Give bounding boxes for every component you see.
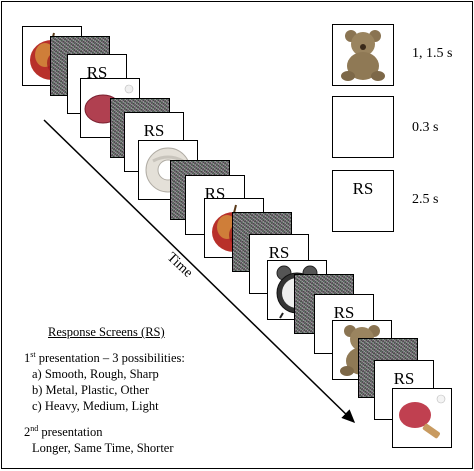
paddle-image: [393, 389, 451, 447]
mask-duration-label: 0.3 s: [412, 120, 439, 135]
rs-label: RS: [143, 121, 165, 140]
first-presentation-heading: 1st presentation – 3 possibilities:: [24, 349, 185, 365]
rs-label: RS: [268, 243, 290, 262]
response-screens-description: Response Screens (RS) 1st presentation –…: [24, 324, 185, 456]
legend-response-frame: RS: [332, 170, 394, 232]
teddy-bear-image: [333, 25, 393, 85]
second-presentation-heading: 2nd presentation: [24, 423, 103, 439]
rs-label: RS: [393, 369, 415, 388]
rs-label: RS: [86, 63, 108, 82]
legend-picture-frame: [332, 24, 394, 86]
rs-label: RS: [352, 179, 374, 198]
response-screens-title: Response Screens (RS): [48, 325, 165, 339]
picture-duration-label: 1, 1.5 s: [412, 46, 453, 61]
second-presentation-options: Longer, Same Time, Shorter: [32, 441, 174, 455]
first-option-b: b) Metal, Plastic, Other: [32, 383, 149, 397]
rs-label: RS: [333, 303, 355, 322]
frame-paddle-picture: [392, 388, 452, 448]
first-option-c: c) Heavy, Medium, Light: [32, 399, 159, 413]
response-duration-label: 2.5 s: [412, 192, 439, 207]
first-option-a: a) Smooth, Rough, Sharp: [32, 367, 159, 381]
legend-mask-frame: [332, 96, 394, 158]
